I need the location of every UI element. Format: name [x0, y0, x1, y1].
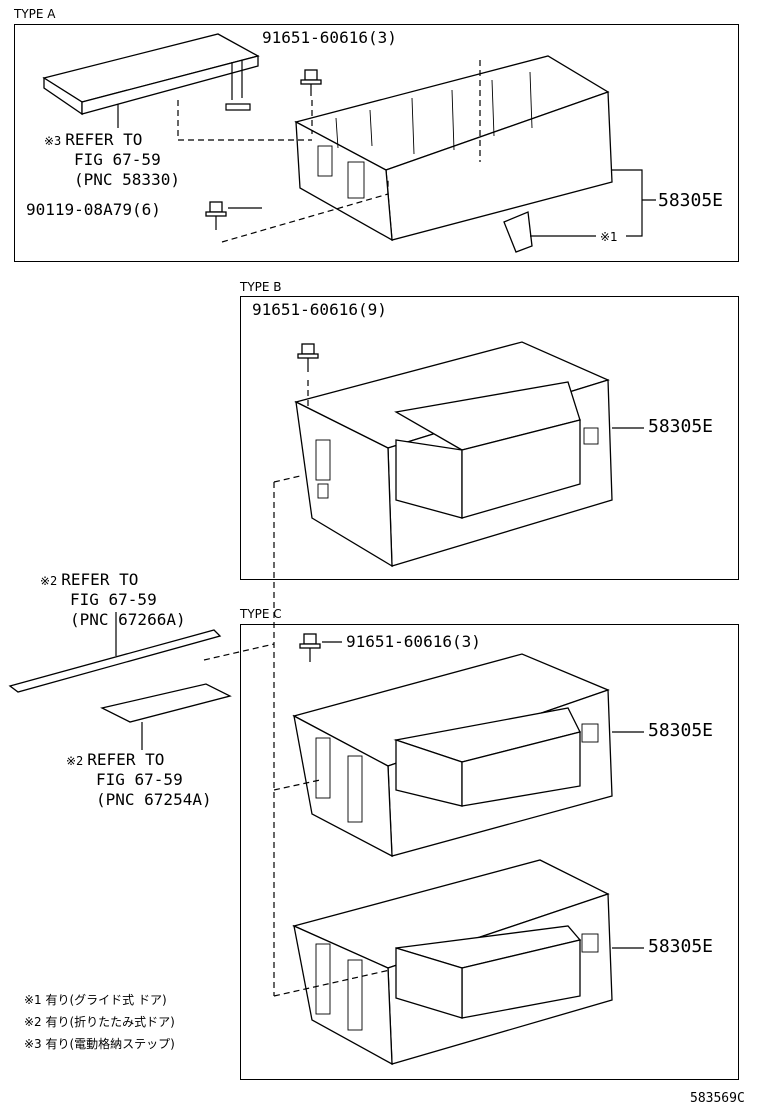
- storage-box-a: [294, 55, 613, 242]
- note-3: ※3 有り(電動格納ステップ): [24, 1037, 175, 1051]
- refer-2a-text1: REFER TO: [61, 570, 139, 589]
- step-cover-part: [42, 33, 260, 116]
- type-a-refer-mark: ※3: [44, 134, 62, 148]
- type-b-bolt-label: 91651-60616(9): [252, 300, 387, 319]
- type-a-refer-text1: REFER TO: [65, 130, 143, 149]
- storage-box-c-upper: [292, 653, 613, 858]
- type-c-title: TYPE C: [240, 607, 282, 621]
- bolt-icon-a: [300, 69, 322, 96]
- refer-2b-mark: ※2: [66, 754, 84, 768]
- note-1: ※1 有り(グライド式 ドア): [24, 993, 167, 1007]
- type-c-frame: [240, 624, 739, 1080]
- type-b-frame: [240, 296, 739, 580]
- note-2: ※2 有り(折りたたみ式ドア): [24, 1015, 175, 1029]
- type-a-part-label: 58305E: [658, 190, 724, 211]
- bolt-icon-c: [299, 633, 321, 662]
- storage-box-b: [294, 341, 613, 568]
- type-a-refer-line2: FIG 67-59: [74, 150, 161, 169]
- refer-2a-line3: (PNC 67266A): [70, 610, 186, 629]
- type-b-part-label: 58305E: [648, 416, 714, 437]
- refer-2b-line3: (PNC 67254A): [96, 790, 212, 809]
- type-a-frame: [14, 24, 739, 262]
- bolt-icon-b: [297, 343, 319, 372]
- type-b-title: TYPE B: [240, 280, 282, 294]
- type-c-part-label-upper: 58305E: [648, 720, 714, 741]
- bracket-part: [503, 211, 533, 253]
- type-a-refer-line3: (PNC 58330): [74, 170, 180, 189]
- step-plate-part: [8, 629, 222, 693]
- refer-2a-line2: FIG 67-59: [70, 590, 157, 609]
- refer-2b-text1: REFER TO: [87, 750, 165, 769]
- refer-2a-mark: ※2: [40, 574, 58, 588]
- type-a-bracket-mark: ※1: [600, 230, 618, 244]
- figure-code: 583569C: [690, 1091, 745, 1106]
- type-a-bolt-label: 91651-60616(3): [262, 28, 397, 47]
- type-a-screw-label: 90119-08A79(6): [26, 200, 161, 219]
- refer-2b-line2: FIG 67-59: [96, 770, 183, 789]
- screw-icon-a: [205, 201, 227, 230]
- storage-box-c-lower: [292, 859, 613, 1066]
- type-c-bolt-label: 91651-60616(3): [346, 632, 481, 651]
- step-mat-part: [100, 683, 232, 723]
- type-c-part-label-lower: 58305E: [648, 936, 714, 957]
- type-a-title: TYPE A: [14, 7, 56, 21]
